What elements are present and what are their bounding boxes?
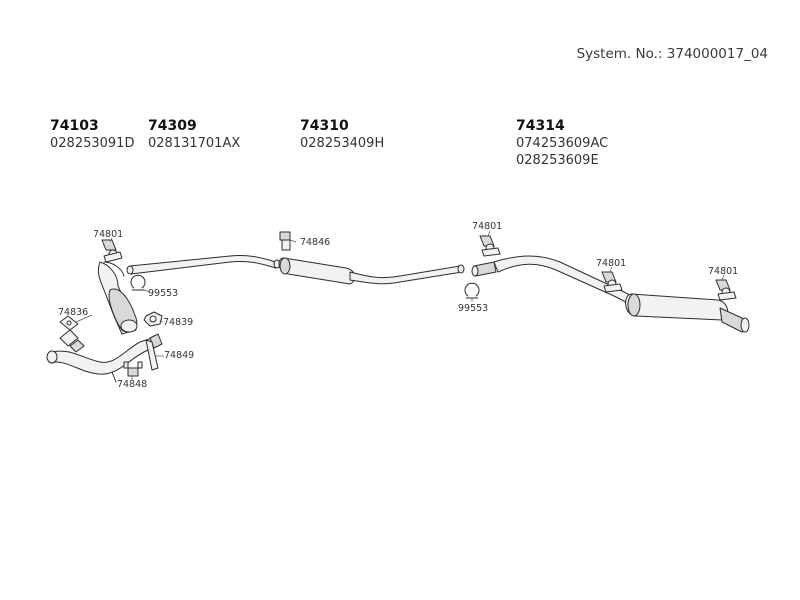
hanger-74846 [279,231,291,251]
hanger-74801 [715,279,737,301]
system-number: System. No.: 374000017_04 [576,46,768,62]
catalytic-converter [97,261,138,335]
callout-label: 74801 [472,221,503,232]
centre-silencer [278,257,465,285]
hanger-74801 [601,271,623,293]
callout-label: 74801 [708,266,739,277]
part-code: 028131701AX [148,136,241,151]
part-code: 028253091D [50,136,135,151]
rear-silencer [625,293,750,333]
hanger-74801 [479,235,501,257]
part-code: 028253409H [300,136,385,151]
part-number: 74103 [50,118,99,134]
part-number: 74314 [516,118,565,134]
pipe-sleeve [471,261,497,277]
callout-label: 74839 [163,317,194,328]
callout-label: 74836 [58,307,89,318]
part-number: 74309 [148,118,197,134]
part-block-74309: 74309 028131701AX [148,118,240,152]
mounting-74848 [123,361,143,377]
clamp-99553 [464,282,480,299]
part-block-74314: 74314 074253609AC 028253609E [516,118,608,169]
part-code: 028253609E [516,153,599,168]
bracket-74849 [145,339,159,371]
callout-label: 99553 [148,288,179,299]
hanger-74801 [101,239,123,263]
centre-pipe [126,255,285,275]
callout-label: 74849 [164,350,195,361]
clamp-99553 [130,274,146,291]
part-code: 074253609AC [516,136,609,151]
front-pipe [46,329,163,383]
callout-label: 74801 [93,229,124,240]
leader-lines [75,230,725,380]
part-block-74310: 74310 028253409H [300,118,384,152]
rear-pipe [493,255,641,309]
gasket-74839 [143,311,163,327]
callout-label: 99553 [458,303,489,314]
callout-label: 74848 [117,379,148,390]
part-block-74103: 74103 028253091D [50,118,134,152]
gasket-74836 [59,315,79,331]
callout-label: 74846 [300,237,331,248]
callout-label: 74801 [596,258,627,269]
part-number: 74310 [300,118,349,134]
